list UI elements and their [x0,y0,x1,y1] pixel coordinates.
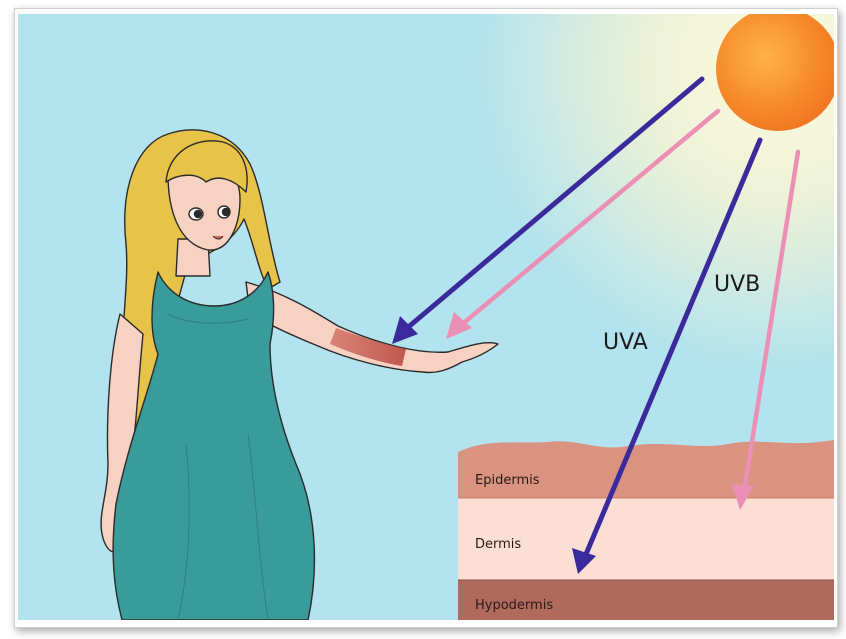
uv-skin-illustration: Epidermis Dermis Hypodermis [18,14,834,620]
hypodermis-label: Hypodermis [475,598,553,613]
uvb-label: UVB [714,272,760,297]
epidermis-label: Epidermis [475,473,540,488]
skin-cross-section: Epidermis Dermis Hypodermis [458,440,834,620]
dermis-label: Dermis [475,537,521,552]
uva-label: UVA [603,330,648,355]
epidermis-layer [458,440,834,498]
